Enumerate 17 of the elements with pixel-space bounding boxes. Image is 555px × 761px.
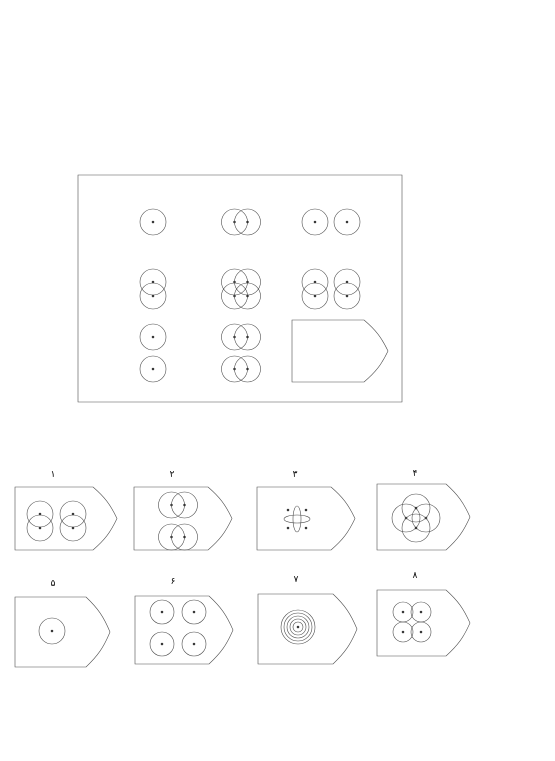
answer-option	[134, 596, 234, 664]
option-number: ۵	[51, 580, 55, 586]
option-number: ۱	[52, 471, 54, 477]
option-number: ۳	[292, 471, 298, 477]
answer-option	[14, 486, 118, 550]
answer-option	[134, 486, 232, 550]
answer-option	[258, 594, 358, 664]
answer-option	[256, 486, 356, 550]
answer-option	[14, 596, 110, 668]
option-number: ۷	[294, 576, 298, 582]
option-number: ۸	[412, 572, 418, 578]
answer-option	[376, 590, 470, 656]
option-number: ۲	[170, 471, 174, 477]
option-number: ۴	[412, 470, 417, 476]
answer-option	[376, 484, 470, 550]
option-number: ۶	[172, 578, 175, 584]
empty-answer-slot	[292, 320, 388, 382]
